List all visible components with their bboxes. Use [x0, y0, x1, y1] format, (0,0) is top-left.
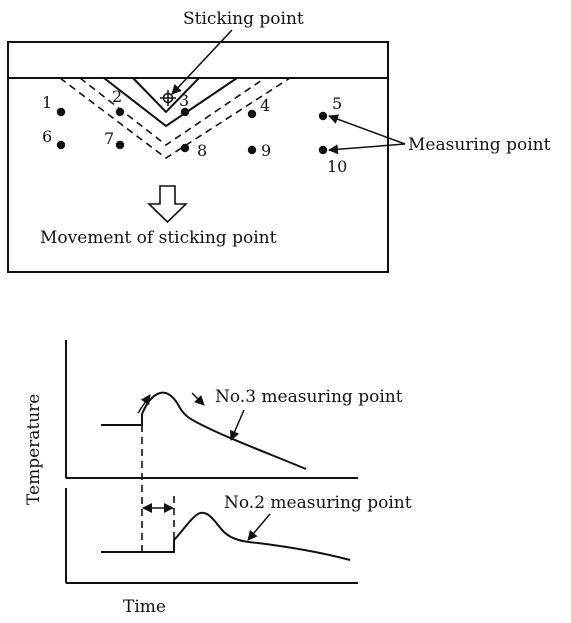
mold-outline — [7, 41, 389, 273]
sticking-point-marker — [160, 90, 176, 106]
tear-inner-v — [132, 77, 200, 114]
measuring-points — [56, 107, 328, 155]
measuring-point-label: Measuring point — [408, 135, 551, 155]
tear-dashed-v-1 — [79, 77, 266, 146]
measuring-point-10 — [318, 145, 328, 155]
point-number-4: 4 — [260, 96, 270, 115]
measuring-point-8 — [180, 143, 190, 153]
sticking-point-label: Sticking point — [183, 9, 304, 29]
mold-schematic: Sticking point 1 2 3 4 5 6 7 8 9 10 — [7, 9, 551, 273]
upper-curve-label: No.3 measuring point — [215, 387, 403, 407]
measuring-point-6 — [56, 140, 66, 150]
upper-rise-arrow — [137, 394, 151, 414]
point-number-1: 1 — [42, 93, 52, 112]
tear-dashed-v-2 — [59, 77, 291, 159]
measuring-point-7 — [115, 140, 125, 150]
measuring-point-2 — [115, 107, 125, 117]
x-axis-label: Time — [123, 597, 166, 617]
lower-curve-no2 — [101, 511, 351, 561]
measuring-point-4 — [247, 109, 257, 119]
sticking-point-arrow — [171, 29, 233, 95]
measuring-point-3 — [180, 107, 190, 117]
upper-fall-arrow — [191, 392, 205, 406]
measuring-point-5 — [318, 111, 328, 121]
point-number-6: 6 — [42, 127, 52, 146]
measuring-point-numbers: 1 2 3 4 5 6 7 8 9 10 — [42, 87, 347, 176]
movement-label: Movement of sticking point — [40, 228, 277, 248]
point-number-8: 8 — [197, 141, 207, 160]
lower-curve-label: No.2 measuring point — [224, 493, 412, 513]
y-axis-label: Temperature — [24, 394, 44, 505]
point-number-3: 3 — [179, 91, 189, 110]
point-number-7: 7 — [104, 129, 114, 148]
temperature-graphs: No.3 measuring point No.2 measuring poin… — [24, 340, 412, 617]
measuring-point-9 — [247, 145, 257, 155]
point-number-5: 5 — [332, 94, 342, 113]
lower-curve-pointer — [247, 513, 271, 541]
measuring-point-1 — [56, 107, 66, 117]
tear-outer-v — [103, 77, 238, 128]
point-number-2: 2 — [112, 87, 122, 106]
measuring-arrow-lower — [328, 143, 406, 155]
movement-arrow-icon — [147, 185, 188, 224]
point-number-10: 10 — [327, 157, 347, 176]
point-number-9: 9 — [261, 141, 271, 160]
upper-curve-pointer — [229, 409, 245, 441]
measuring-arrow-upper — [328, 114, 406, 145]
